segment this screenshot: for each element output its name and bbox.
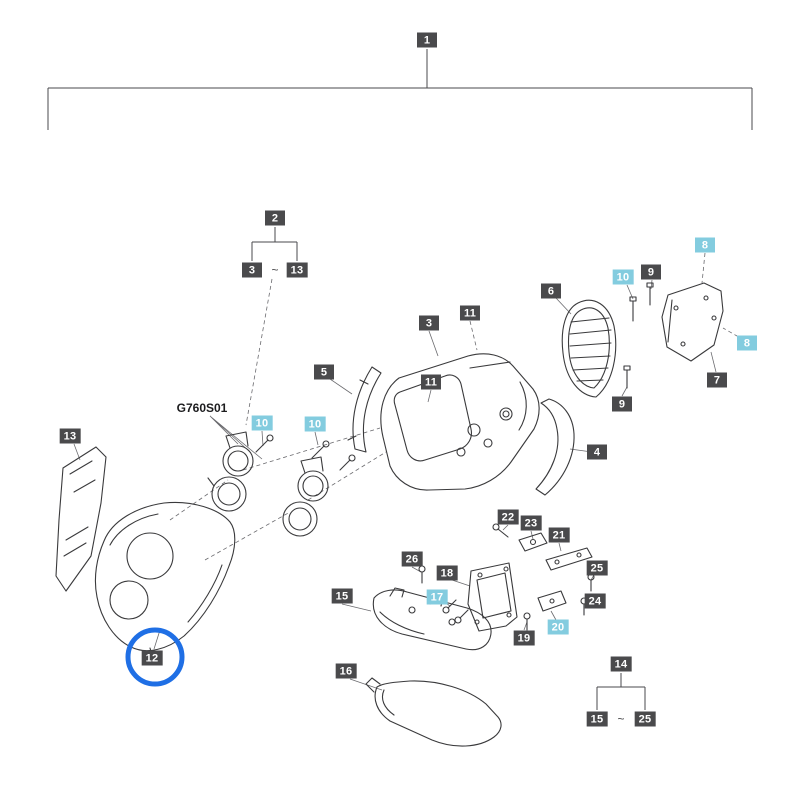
screw-art — [255, 434, 356, 471]
part-label-19[interactable]: 19 — [513, 630, 535, 646]
part-22-art — [492, 523, 509, 538]
headlamp-art — [207, 431, 329, 537]
part-20-art — [537, 590, 567, 612]
part-3-art — [380, 353, 540, 491]
part-label-10[interactable]: 10 — [304, 416, 326, 432]
part-label-15[interactable]: 15 — [331, 588, 353, 604]
tilde-separator: ~ — [617, 712, 625, 726]
bracket-group-2 — [251, 227, 298, 261]
part-label-9[interactable]: 9 — [641, 264, 661, 280]
part-label-18[interactable]: 18 — [436, 565, 458, 581]
part-label-20[interactable]: 20 — [547, 619, 569, 635]
part-label-14[interactable]: 14 — [610, 656, 632, 672]
part-label-4[interactable]: 4 — [587, 444, 607, 460]
part-12-art — [94, 501, 236, 660]
part-label-7[interactable]: 7 — [707, 372, 727, 388]
fastener-art-topright — [623, 282, 654, 389]
part-label-23[interactable]: 23 — [520, 515, 542, 531]
part-label-21[interactable]: 21 — [548, 527, 570, 543]
tilde-separator: ~ — [271, 263, 279, 277]
part-label-10[interactable]: 10 — [612, 269, 634, 285]
part-label-25[interactable]: 25 — [634, 711, 656, 727]
part-label-25[interactable]: 25 — [586, 560, 608, 576]
part-label-6[interactable]: 6 — [541, 283, 561, 299]
bracket-group-14 — [596, 673, 646, 710]
part-label-9[interactable]: 9 — [612, 396, 632, 412]
part-label-24[interactable]: 24 — [584, 593, 606, 609]
part-label-17[interactable]: 17 — [426, 589, 448, 605]
part-label-13[interactable]: 13 — [59, 428, 81, 444]
part-label-22[interactable]: 22 — [497, 509, 519, 525]
part-17-art — [442, 599, 469, 624]
bracket-group-1 — [47, 49, 753, 130]
part-label-3[interactable]: 3 — [242, 262, 262, 278]
part-19-art — [523, 612, 531, 631]
part-18-art — [467, 562, 518, 632]
part-label-5[interactable]: 5 — [314, 364, 334, 380]
part-6-art — [561, 299, 617, 398]
part-7-art — [661, 282, 724, 362]
leader-lines — [73, 279, 717, 691]
part-label-11[interactable]: 11 — [459, 305, 481, 321]
part-label-12[interactable]: 12 — [141, 650, 163, 666]
part-label-3[interactable]: 3 — [419, 315, 439, 331]
part-label-11[interactable]: 11 — [420, 374, 442, 390]
part-label-13[interactable]: 13 — [286, 262, 308, 278]
part-16-art — [365, 677, 502, 747]
part-label-10[interactable]: 10 — [251, 415, 273, 431]
part-23-art — [518, 532, 548, 552]
part-label-26[interactable]: 26 — [401, 551, 423, 567]
part-label-8[interactable]: 8 — [737, 335, 757, 351]
part-5-art — [347, 366, 382, 453]
part-21-art — [545, 547, 593, 571]
part-label-2[interactable]: 2 — [265, 210, 285, 226]
alignment-lines — [169, 252, 745, 561]
part-label-15[interactable]: 15 — [586, 711, 608, 727]
part-26-art — [418, 565, 426, 584]
part-label-16[interactable]: 16 — [335, 663, 357, 679]
part-label-8[interactable]: 8 — [695, 237, 715, 253]
part-13-art — [55, 446, 107, 592]
part-label-1[interactable]: 1 — [417, 32, 437, 48]
ref-code: G760S01 — [176, 401, 228, 415]
highlight-circle — [125, 627, 185, 687]
part-4-art — [535, 398, 575, 496]
